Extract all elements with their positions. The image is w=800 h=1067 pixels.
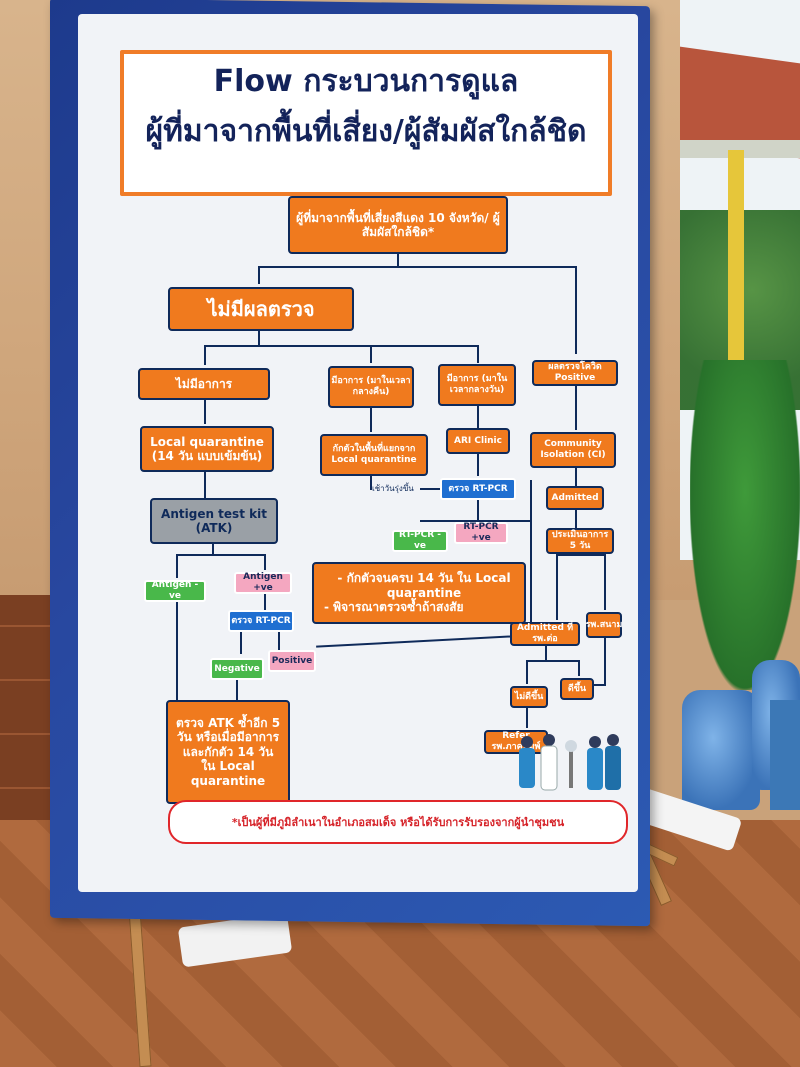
roof-eave: [680, 140, 800, 158]
title-frame: [120, 50, 612, 196]
rt-pcr-pos-box: RT-PCR +ve: [454, 522, 508, 544]
field-hospital-box: รพ.สนาม: [586, 612, 622, 638]
symptoms-night-box: มีอาการ (มาในเวลากลางคืน): [328, 366, 414, 408]
symptoms-day-box: มีอาการ (มาในเวลากลางวัน): [438, 364, 516, 406]
banana-plant: [690, 360, 800, 690]
connector: [477, 345, 479, 363]
connector: [420, 520, 530, 522]
rt-pcr-mid-box: ตรวจ RT-PCR: [228, 610, 294, 632]
connector: [556, 554, 606, 556]
connector: [278, 632, 280, 650]
connector: [176, 602, 178, 706]
connector: [236, 680, 238, 704]
connector: [592, 684, 606, 686]
start-box: ผู้ที่มาจากพื้นที่เสี่ยงสีแดง 10 จังหวัด…: [288, 196, 508, 254]
connector: [370, 476, 372, 490]
admitted-hospital-box: Admitted ที่ รพ.ต่อ: [510, 622, 580, 646]
connector: [477, 500, 479, 522]
connector: [204, 345, 206, 365]
medical-staff-illustration: [519, 734, 621, 791]
atk-repeat-box: ตรวจ ATK ซ้ำอีก 5 วัน หรือเมื่อมีอาการ แ…: [166, 700, 290, 804]
quarantine-note-line2: - พิจารณาตรวจซ้ำถ้าสงสัย: [324, 600, 464, 615]
better-box: ดีขึ้น: [560, 678, 594, 700]
admitted-box: Admitted: [546, 486, 604, 510]
connector: [212, 544, 214, 554]
connector: [204, 345, 478, 347]
connector: [204, 472, 206, 498]
connector: [176, 554, 178, 578]
connector: [530, 480, 532, 640]
assess-5days-box: ประเมินอาการ 5 วัน: [546, 528, 614, 554]
connector: [204, 400, 206, 424]
connector: [526, 660, 580, 662]
connector: [526, 660, 528, 684]
connector: [240, 632, 242, 654]
rt-pcr-neg-box: RT-PCR -ve: [392, 530, 448, 552]
footer-note: *เป็นผู้ที่มีภูมิลำเนาในอำเภอสมเด็จ หรือ…: [168, 800, 628, 844]
connector: [176, 554, 266, 556]
connector: [575, 468, 577, 486]
connector: [258, 266, 576, 268]
connector: [258, 331, 260, 345]
connector: [578, 660, 580, 676]
antigen-neg-box: Antigen -ve: [144, 580, 206, 602]
quarantine-note-line1: - กักตัวจนครบ 14 วัน ใน Local quarantine: [337, 571, 511, 600]
connector: [264, 554, 266, 570]
water-bottle: [682, 690, 760, 810]
connector: [258, 266, 260, 284]
community-isolation-box: Community Isolation (CI): [530, 432, 616, 468]
rt-pcr-top-box: ตรวจ RT-PCR: [440, 478, 516, 500]
connector: [556, 554, 558, 620]
quarantine-note-box: - กักตัวจนครบ 14 วัน ใน Local quarantine…: [312, 562, 526, 624]
connector: [477, 454, 479, 476]
connector: [604, 638, 606, 684]
no-result-box: ไม่มีผลตรวจ: [168, 287, 354, 331]
antigen-pos-box: Antigen +ve: [234, 572, 292, 594]
water-bottle: [770, 700, 800, 810]
connector: [545, 646, 547, 660]
connector: [575, 266, 577, 354]
connector: [264, 594, 266, 610]
connector: [575, 386, 577, 430]
next-morning-label: เช้าวันรุ่งขึ้น: [372, 484, 414, 493]
atk-box: Antigen test kit (ATK): [150, 498, 278, 544]
not-better-box: ไม่ดีขึ้น: [510, 686, 548, 708]
no-symptoms-box: ไม่มีอาการ: [138, 368, 270, 400]
connector: [477, 406, 479, 428]
local-quarantine-box: Local quarantine (14 วัน แบบเข้มข้น): [140, 426, 274, 472]
negative-box: Negative: [210, 658, 264, 680]
refer-box: Refer รพ.ภาคพิมพ์: [484, 730, 548, 754]
connector: [604, 554, 606, 610]
yellow-pillar: [728, 150, 744, 370]
ari-clinic-box: ARI Clinic: [446, 428, 510, 454]
positive-result-box: ผลตรวจโควิด Positive: [532, 360, 618, 386]
connector: [420, 488, 442, 490]
isolate-area-box: กักตัวในพื้นที่แยกจาก Local quarantine: [320, 434, 428, 476]
positive-box: Positive: [268, 650, 316, 672]
connector: [370, 345, 372, 363]
board-title-line2: ผู้ที่มาจากพื้นที่เสี่ยง/ผู้สัมผัสใกล้ชิ…: [145, 114, 587, 149]
connector: [575, 510, 577, 528]
board-title-line1: Flow กระบวนการดูแล: [213, 64, 519, 99]
connector: [370, 408, 372, 432]
connector: [397, 254, 399, 266]
connector: [526, 708, 528, 728]
